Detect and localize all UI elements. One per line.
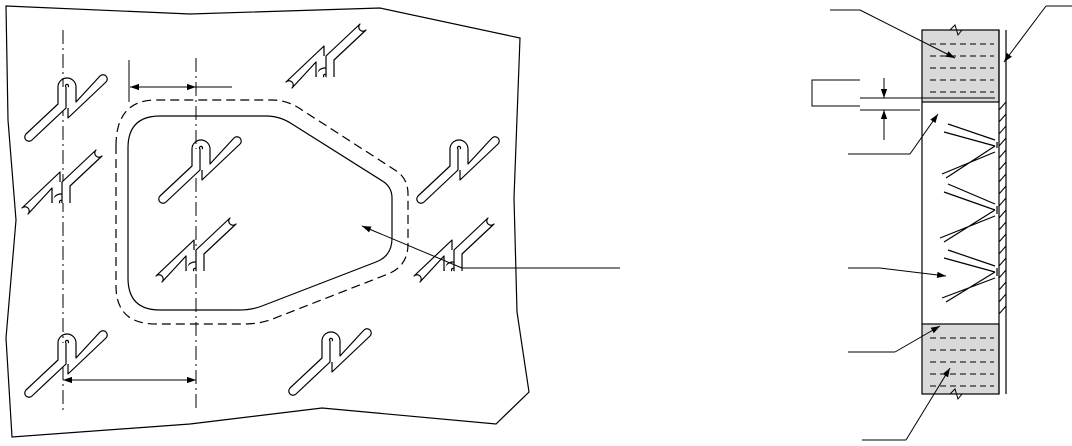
anchor-9 (288, 328, 372, 396)
section-bottom-infill (921, 323, 1000, 395)
anchor-7 (416, 136, 500, 204)
top-fill-pattern (930, 43, 994, 93)
anchor-3 (24, 330, 108, 398)
right-section-view (811, 5, 1072, 441)
anchor-2 (21, 149, 103, 215)
anchor-5 (158, 136, 242, 204)
opening-outline (127, 115, 393, 311)
leader-bottom (905, 367, 951, 441)
anchor-8 (413, 217, 495, 283)
thickness-dim-bracket (811, 79, 860, 107)
wall-panel-outline (5, 5, 530, 438)
leader-top-left (859, 9, 956, 59)
leader-top-right (1003, 5, 1047, 63)
break-mark-bottom (922, 388, 999, 401)
leader-mid (879, 267, 947, 279)
opening-dashed-offset (115, 99, 409, 325)
section-top-infill (921, 29, 1000, 103)
cladding-hatch (998, 101, 1007, 315)
section-anchors (939, 123, 998, 303)
leader-mid-lower (894, 325, 941, 353)
anchor-4 (285, 23, 367, 89)
anchor-1 (24, 74, 108, 142)
left-elevation-view (5, 5, 620, 438)
opening-leader-arrow (361, 225, 463, 269)
break-mark-top (922, 24, 999, 37)
leader-mid-upper (909, 113, 939, 155)
bottom-fill-pattern (930, 337, 994, 387)
